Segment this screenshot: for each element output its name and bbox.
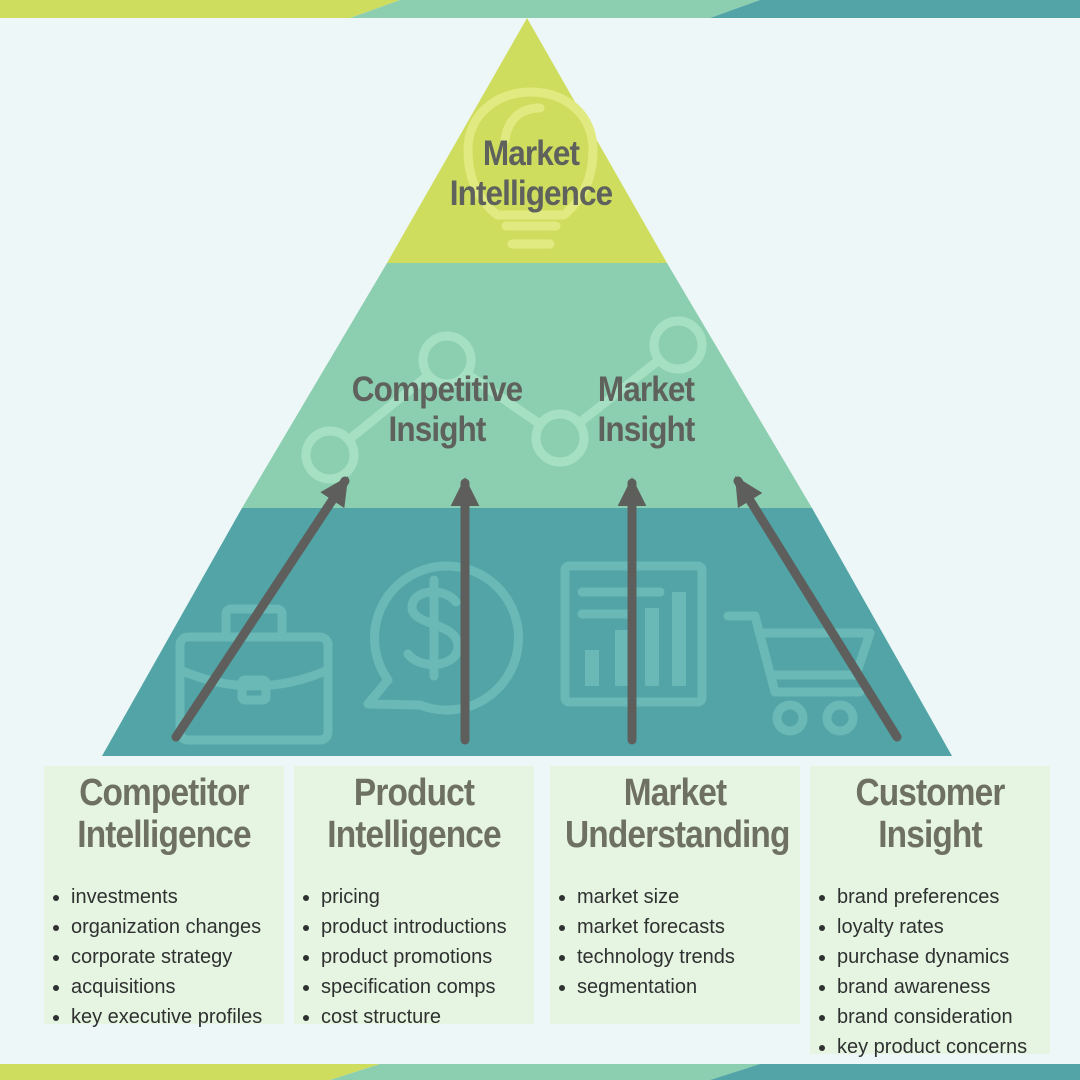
list-item: product introductions bbox=[321, 912, 534, 942]
bullet-list: market size market forecasts technology … bbox=[550, 882, 800, 1002]
lightbulb-icon bbox=[463, 87, 598, 249]
market-insight-label: Market Insight bbox=[574, 370, 718, 450]
card-title: Customer Insight bbox=[824, 772, 1035, 856]
list-item: investments bbox=[71, 882, 284, 912]
pyramid-top-tier bbox=[387, 18, 667, 263]
competitive-insight-line2: Insight bbox=[388, 410, 487, 449]
arrows bbox=[171, 476, 902, 745]
card-title-line2: Intelligence bbox=[327, 814, 501, 856]
bullet-list: brand preferences loyalty rates purchase… bbox=[810, 882, 1050, 1062]
list-item: specification comps bbox=[321, 972, 534, 1002]
card-customer-insight: Customer Insight brand preferences loyal… bbox=[810, 766, 1050, 1058]
list-item: market forecasts bbox=[577, 912, 800, 942]
list-item: key product concerns bbox=[837, 1032, 1050, 1062]
bottom-band bbox=[0, 1064, 1080, 1080]
pyramid-bottom-tier bbox=[102, 508, 952, 756]
card-title-line2: Intelligence bbox=[77, 814, 251, 856]
list-item: brand consideration bbox=[837, 1002, 1050, 1032]
list-item: pricing bbox=[321, 882, 534, 912]
list-item: brand awareness bbox=[837, 972, 1050, 1002]
list-item: brand preferences bbox=[837, 882, 1050, 912]
card-title: Product Intelligence bbox=[308, 772, 519, 856]
competitive-insight-label: Competitive Insight bbox=[339, 370, 535, 450]
list-item: technology trends bbox=[577, 942, 800, 972]
card-competitor-intelligence: Competitor Intelligence investments orga… bbox=[44, 766, 284, 1028]
card-title-line2: Insight bbox=[878, 814, 982, 856]
arrow-customer-to-market-insight bbox=[733, 476, 902, 742]
card-market-understanding: Market Understanding market size market … bbox=[550, 766, 800, 1024]
card-title: Competitor Intelligence bbox=[58, 772, 269, 856]
list-item: product promotions bbox=[321, 942, 534, 972]
market-insight-line1: Market bbox=[597, 370, 695, 409]
briefcase-icon bbox=[175, 604, 333, 745]
card-title-line1: Competitor bbox=[79, 772, 249, 814]
list-item: loyalty rates bbox=[837, 912, 1050, 942]
card-title-line1: Market bbox=[623, 772, 727, 814]
line-graph-icon bbox=[301, 316, 707, 484]
top-tier-label: Market Intelligence bbox=[431, 134, 631, 214]
bullet-list: investments organization changes corpora… bbox=[44, 882, 284, 1032]
top-tier-label-line2: Intelligence bbox=[449, 174, 613, 213]
top-tier-label-line1: Market bbox=[482, 134, 580, 173]
arrow-competitor-to-competitive bbox=[171, 476, 350, 742]
card-title-line1: Customer bbox=[855, 772, 1005, 814]
shopping-cart-icon bbox=[723, 611, 875, 736]
card-title-line2: Understanding bbox=[565, 814, 790, 856]
list-item: cost structure bbox=[321, 1002, 534, 1032]
list-item: segmentation bbox=[577, 972, 800, 1002]
bullet-list: pricing product introductions product pr… bbox=[294, 882, 534, 1032]
dollar-chat-icon bbox=[363, 561, 524, 715]
card-title-line1: Product bbox=[353, 772, 475, 814]
card-title: Market Understanding bbox=[565, 772, 790, 856]
list-item: market size bbox=[577, 882, 800, 912]
market-insight-line2: Insight bbox=[597, 410, 696, 449]
list-item: organization changes bbox=[71, 912, 284, 942]
list-item: purchase dynamics bbox=[837, 942, 1050, 972]
list-item: acquisitions bbox=[71, 972, 284, 1002]
card-product-intelligence: Product Intelligence pricing product int… bbox=[294, 766, 534, 1028]
competitive-insight-line1: Competitive bbox=[351, 370, 523, 409]
list-item: key executive profiles bbox=[71, 1002, 284, 1032]
list-item: corporate strategy bbox=[71, 942, 284, 972]
top-band bbox=[0, 0, 1080, 18]
